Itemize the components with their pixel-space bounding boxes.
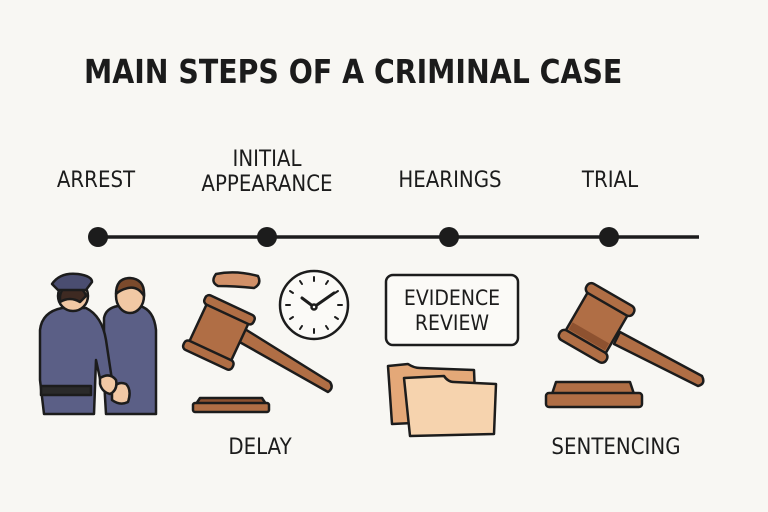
police-arrest-icon [38, 272, 158, 416]
gavel-clock-icon [181, 269, 350, 414]
timeline-dot-trial [599, 227, 619, 247]
step-label-trial: TRIAL [581, 168, 639, 193]
timeline-dot-initial-appearance [257, 227, 277, 247]
step-label-hearings: HEARINGS [398, 168, 502, 193]
folders-icon [384, 273, 520, 438]
review-line: REVIEW [414, 311, 490, 335]
evidence-line: EVIDENCE [403, 286, 501, 310]
caption-delay: DELAY [228, 435, 292, 460]
page-title: MAIN STEPS OF A CRIMINAL CASE [84, 52, 623, 91]
step-label-initial-appearance: INITIAL APPEARANCE [187, 147, 347, 197]
step-label-arrest: ARREST [56, 168, 136, 193]
timeline-dot-arrest [88, 227, 108, 247]
gavel-icon [544, 281, 705, 409]
caption-sentencing: SENTENCING [551, 435, 681, 460]
step-label-initial-line1: INITIAL [232, 147, 302, 172]
step-label-initial-line2: APPEARANCE [201, 172, 333, 197]
evidence-review-sign [384, 273, 520, 347]
timeline-dot-hearings [439, 227, 459, 247]
evidence-review-text: EVIDENCE REVIEW [393, 286, 512, 336]
